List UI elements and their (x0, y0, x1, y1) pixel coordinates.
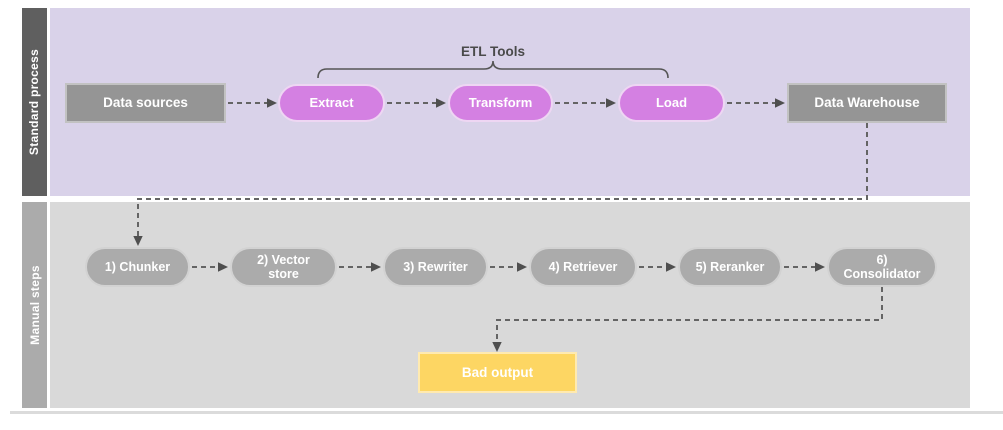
node-transform-label: Transform (468, 94, 533, 110)
node-load-label: Load (655, 94, 688, 110)
node-consolidator: 6) Consolidator (827, 247, 937, 287)
node-chunker-label: 1) Chunker (104, 259, 171, 274)
node-consolidator-label: 6) Consolidator (843, 252, 921, 281)
node-retriever: 4) Retriever (529, 247, 637, 287)
node-vector-store-label: 2) Vector store (257, 252, 310, 281)
node-vector-store: 2) Vector store (230, 247, 337, 287)
node-data-warehouse-label: Data Warehouse (814, 95, 920, 111)
etl-tools-label: ETL Tools (461, 44, 525, 59)
node-load: Load (618, 84, 725, 122)
lane-standard-process-bar: Standard process (22, 8, 47, 196)
node-chunker: 1) Chunker (85, 247, 190, 287)
node-bad-output: Bad output (418, 352, 577, 393)
node-rewriter-label: 3) Rewriter (403, 259, 468, 274)
bottom-border-line (10, 411, 1003, 414)
node-reranker: 5) Reranker (678, 247, 782, 287)
node-data-sources-label: Data sources (103, 95, 188, 111)
lane-manual-steps-bar: Manual steps (22, 202, 47, 408)
node-extract-label: Extract (309, 94, 354, 110)
lane-standard-process-label: Standard process (27, 48, 42, 156)
node-extract: Extract (278, 84, 385, 122)
node-data-warehouse: Data Warehouse (787, 83, 947, 123)
node-reranker-label: 5) Reranker (695, 259, 765, 274)
node-transform: Transform (448, 84, 553, 122)
node-retriever-label: 4) Retriever (548, 259, 618, 274)
node-data-sources: Data sources (65, 83, 226, 123)
node-bad-output-label: Bad output (461, 364, 534, 380)
lane-manual-steps-label: Manual steps (27, 265, 42, 345)
node-rewriter: 3) Rewriter (383, 247, 488, 287)
